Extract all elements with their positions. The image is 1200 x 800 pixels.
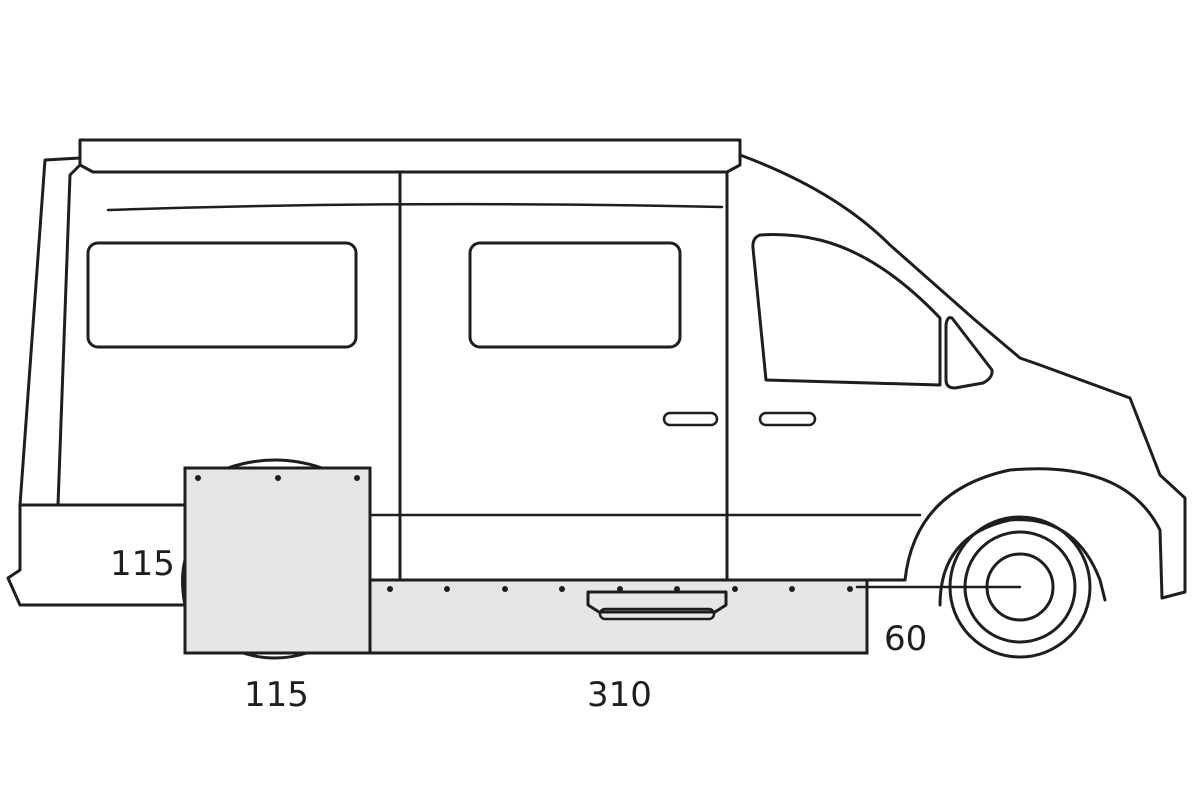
rear-tire-top [226, 458, 324, 470]
rear-pillar [56, 163, 82, 507]
storage-box-handle [586, 590, 728, 614]
rear-side-window [86, 241, 358, 349]
rivet [847, 586, 853, 592]
rivet [559, 586, 565, 592]
rivet [789, 586, 795, 592]
rivet [502, 586, 508, 592]
side-storage-box [183, 466, 372, 655]
rivet [674, 586, 680, 592]
side-depth-label: 115 [244, 675, 309, 715]
storage-box-handle-grip [598, 607, 716, 621]
rear-tire-bottom [241, 651, 309, 660]
side-trim-line [106, 202, 724, 212]
cab-window [751, 233, 942, 387]
rivet [444, 586, 450, 592]
rivet [275, 475, 281, 481]
length-label: 310 [587, 675, 652, 715]
clearance-label: 60 [884, 619, 927, 659]
rivet [354, 475, 360, 481]
front-wheel-arch [903, 467, 1164, 607]
rivet [387, 586, 393, 592]
rivet [195, 475, 201, 481]
quarter-window [944, 316, 994, 390]
cab-door-handle [758, 411, 817, 427]
rivet [732, 586, 738, 592]
side-height-label: 115 [110, 544, 175, 584]
door-window [468, 241, 682, 349]
sliding-door-handle [662, 411, 719, 427]
rivet [617, 586, 623, 592]
awning-rail [78, 138, 742, 174]
